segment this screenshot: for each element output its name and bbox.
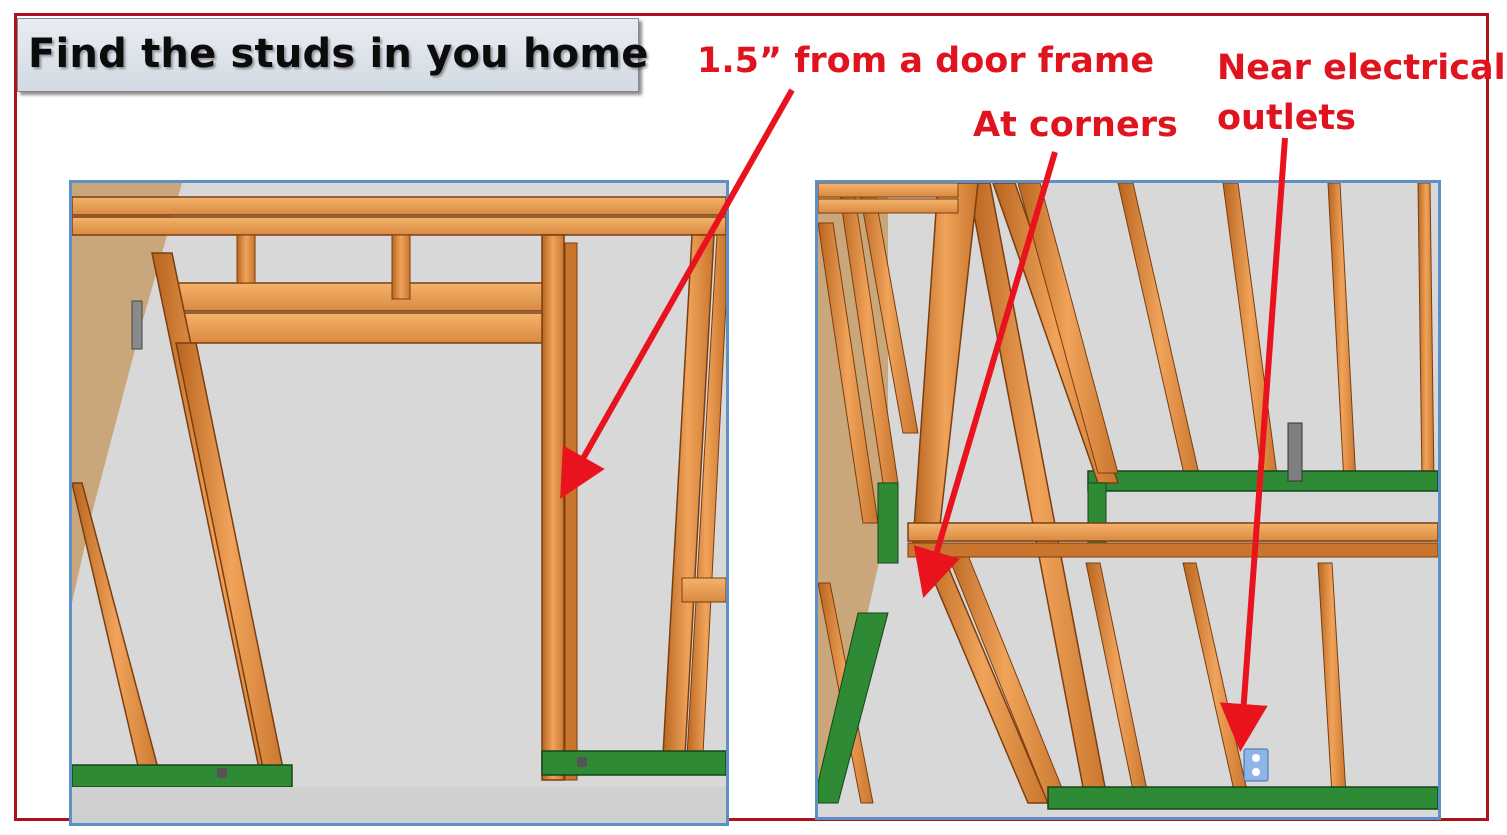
callout-door-frame: 1.5” from a door frame — [697, 41, 1155, 81]
left-framing-image — [69, 180, 729, 826]
callout-outlets-line2: outlets — [1217, 98, 1356, 138]
callout-outlets-line1: Near electrical — [1217, 48, 1506, 88]
slide-frame — [14, 13, 1489, 821]
arrow-corners — [913, 151, 1058, 599]
arrow-outlets — [1219, 137, 1288, 752]
arrow-door-frame — [560, 88, 795, 499]
callout-corners: At corners — [973, 105, 1178, 145]
right-framing-image — [815, 180, 1441, 820]
slide-title: Find the studs in you home — [28, 31, 649, 77]
title-box: Find the studs in you home — [17, 18, 648, 92]
